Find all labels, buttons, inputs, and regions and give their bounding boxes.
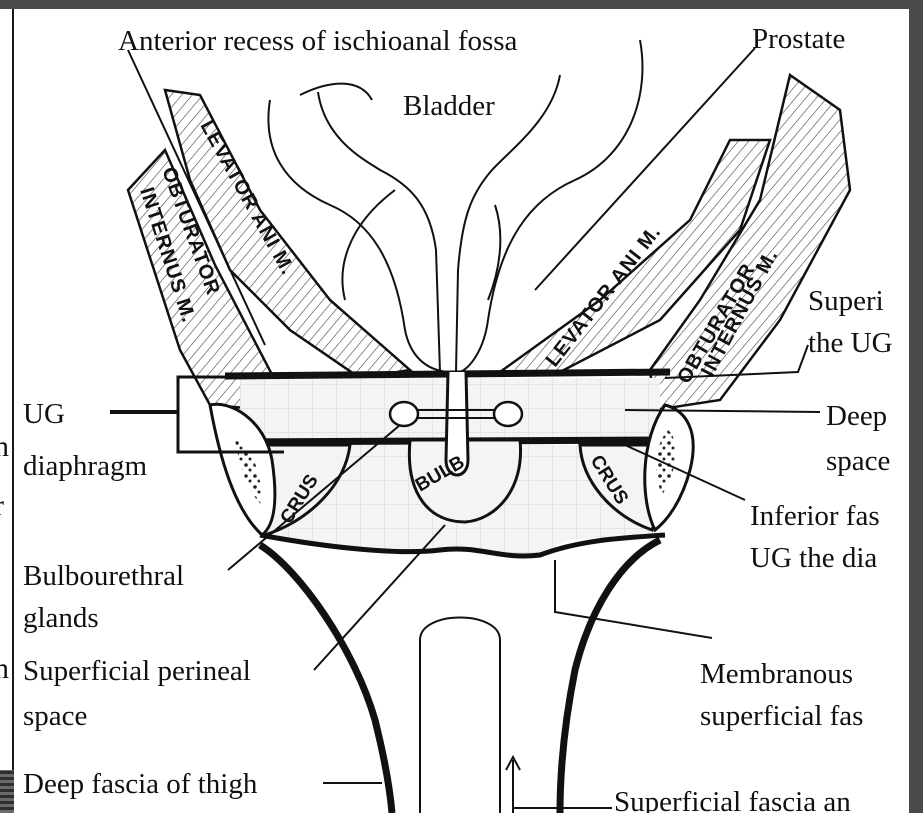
label-superficial-perineal-2: space bbox=[23, 700, 87, 732]
label-prostate: Prostate bbox=[752, 23, 845, 55]
label-bulbourethral-2: glands bbox=[23, 602, 99, 634]
label-superficial-perineal-1: Superficial perineal bbox=[23, 655, 251, 687]
bulbourethral-gland-right bbox=[494, 402, 522, 426]
window-right-border bbox=[909, 9, 923, 813]
label-anterior-recess: Anterior recess of ischioanal fossa bbox=[118, 25, 518, 57]
label-superficial-fascia: Superficial fascia an bbox=[614, 786, 851, 813]
deep-fascia-thigh-right bbox=[560, 540, 660, 813]
bulbourethral-gland-left bbox=[390, 402, 418, 426]
window-top-border bbox=[0, 0, 923, 9]
deep-fascia-thigh-left bbox=[260, 545, 392, 813]
label-deep-fascia-thigh: Deep fascia of thigh bbox=[23, 768, 258, 800]
background-slide-edge: n r n bbox=[0, 9, 14, 804]
prostate-lobe-left bbox=[342, 190, 395, 300]
label-bulbourethral-1: Bulbourethral bbox=[23, 560, 184, 592]
edge-text-fragment: r bbox=[0, 489, 4, 523]
label-membranous-1: Membranous bbox=[700, 658, 853, 690]
label-deep-space-2: space bbox=[826, 445, 890, 477]
label-membranous-2: superficial fas bbox=[700, 700, 863, 732]
penis-shaft bbox=[420, 618, 500, 813]
perineum-diagram: LEVATOR ANI M. OBTURATOR INTERNUS M. LEV… bbox=[14, 9, 909, 813]
diagram-slide: LEVATOR ANI M. OBTURATOR INTERNUS M. LEV… bbox=[14, 9, 909, 813]
edge-text-fragment: n bbox=[0, 430, 9, 464]
leader-membranous bbox=[555, 560, 712, 638]
label-inferior-fascia-2: UG the dia bbox=[750, 542, 877, 574]
label-deep-space-1: Deep bbox=[826, 400, 887, 432]
label-bladder: Bladder bbox=[403, 90, 495, 122]
label-diaphragm: diaphragm bbox=[23, 450, 147, 482]
label-superior-fascia-1: Superi bbox=[808, 285, 884, 317]
label-inferior-fascia-1: Inferior fas bbox=[750, 500, 880, 532]
window-corner-stripes bbox=[0, 770, 14, 813]
bladder-arc bbox=[300, 84, 372, 100]
edge-text-fragment: n bbox=[0, 652, 9, 686]
label-superior-fascia-2: the UG bbox=[808, 327, 893, 359]
arrow-up bbox=[506, 757, 520, 813]
label-ug: UG bbox=[23, 398, 65, 430]
